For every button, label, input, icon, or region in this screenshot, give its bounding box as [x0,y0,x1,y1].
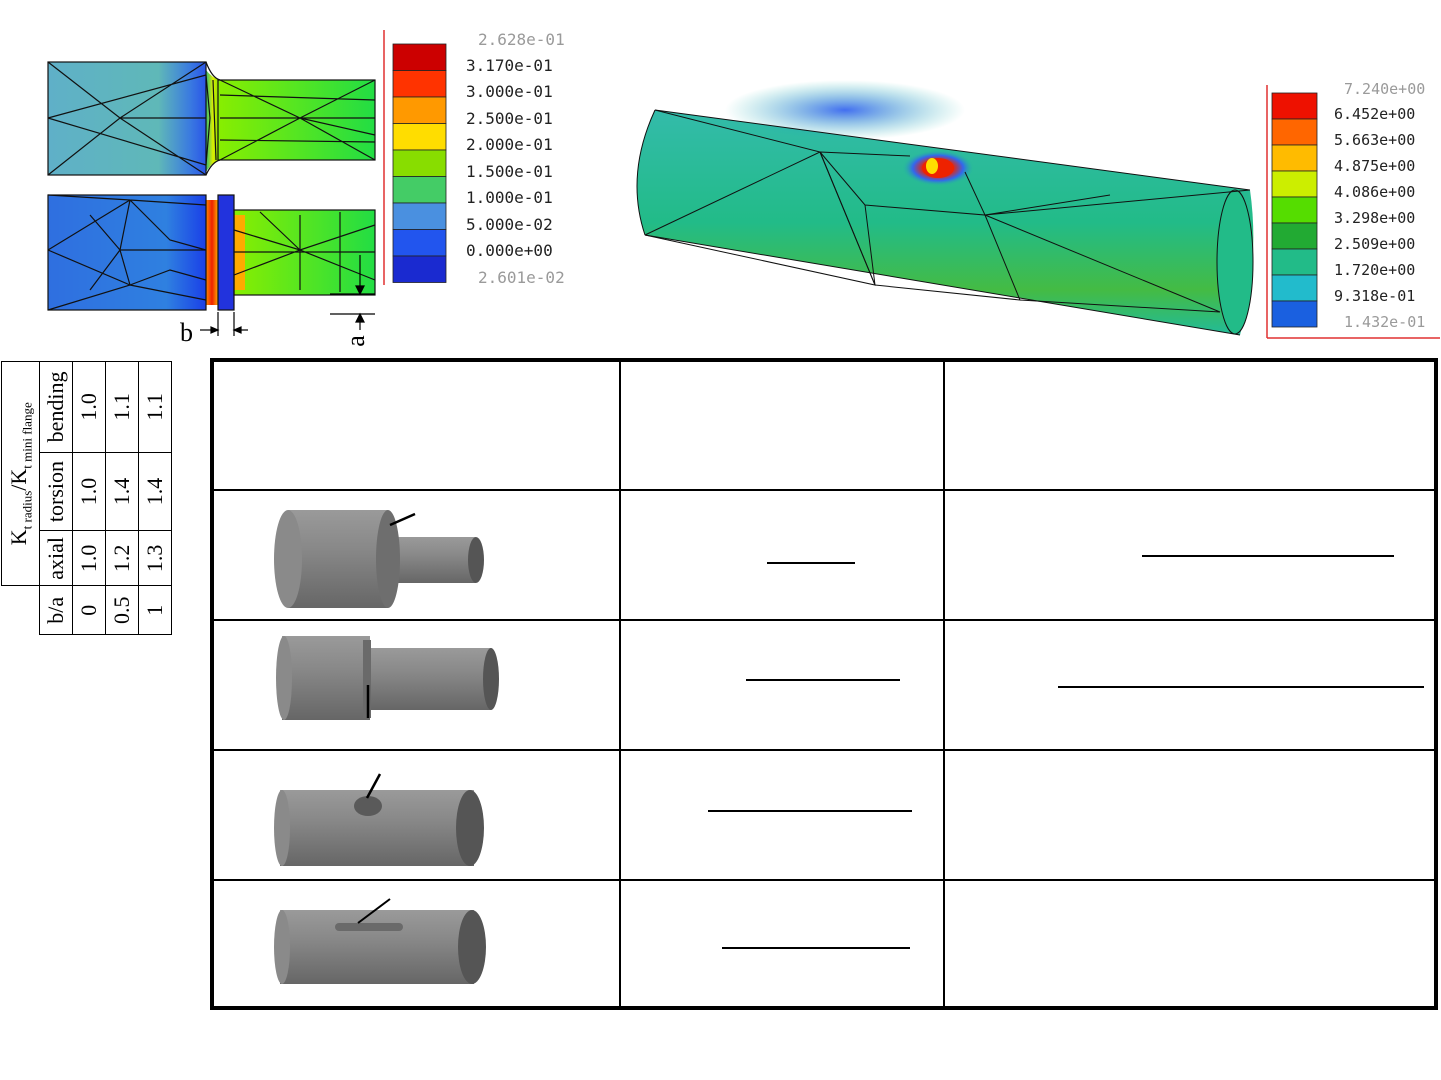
right-legend-colorbar [1271,92,1318,328]
legend-color-swatch [1271,170,1318,198]
legend-color-swatch [1271,274,1318,302]
right-legend-max: 7.240e+00 [1344,80,1426,98]
kt-cell: 1.1 [138,361,172,453]
legend-color-swatch [392,96,447,124]
legend-color-swatch [1271,196,1318,224]
kt-cell: 1.4 [138,452,172,531]
kt-cell: 1.3 [138,530,172,586]
kt-cell: 1.0 [72,361,106,453]
legend-color-swatch [392,149,447,177]
left-legend-level: 5.000e-02 [466,215,553,234]
shoulder-fillet-shaft-image [274,510,484,608]
column-divider [943,362,945,1006]
legend-color-swatch [1271,300,1318,328]
right-legend-level: 5.663e+00 [1334,131,1416,149]
kt-cell: 0 [72,586,106,635]
legend-color-swatch [1271,92,1318,120]
column-divider [619,362,621,1006]
mini-flange-shaft-image [276,636,499,720]
formula-fraction-bar [1058,686,1424,688]
left-legend-level: 1.500e-01 [466,162,553,181]
right-legend-colorbar-svg [1266,85,1440,339]
legend-color-swatch [392,123,447,151]
left-legend-level: 2.500e-01 [466,109,553,128]
kt-table-header: axial [39,530,73,586]
kt-cell: 1.0 [72,452,106,531]
legend-color-swatch [1271,144,1318,172]
right-legend-level: 1.720e+00 [1334,261,1416,279]
right-legend-level: 3.298e+00 [1334,209,1416,227]
table-row: 1 1.3 1.4 1.1 [138,361,172,635]
stepped-shaft-fe-plot [47,30,447,336]
kt-table-header: torsion [39,452,73,531]
formula-fraction-bar [746,679,900,681]
kt-cell: 1.4 [105,452,139,531]
table-row: 0 1.0 1.0 1.0 [72,361,106,635]
legend-color-swatch [392,255,447,283]
legend-color-swatch [392,202,447,230]
row-divider [214,489,1434,491]
top-shaft-model [47,61,376,176]
dimension-a-label: a [340,335,370,347]
right-legend-level: 9.318e-01 [1334,287,1416,305]
legend-color-swatch [1271,248,1318,276]
stress-concentration-table [210,358,1438,1010]
bottom-shaft-model [47,194,376,311]
keyway-shaft-image [274,898,486,984]
kt-cell: 1.2 [105,530,139,586]
formula-fraction-bar [722,947,910,949]
row-divider [214,749,1434,751]
left-legend-level: 1.000e-01 [466,188,553,207]
kt-ratio-table: Kt radius/Kt mini flange b/a axial torsi… [1,361,172,635]
kt-cell: 1.0 [72,530,106,586]
right-legend-level: 2.509e+00 [1334,235,1416,253]
legend-color-swatch [392,176,447,204]
table-row: 0.5 1.2 1.4 1.1 [105,361,139,635]
right-legend-level: 4.086e+00 [1334,183,1416,201]
shaft-with-hole-fe-plot [636,80,1254,336]
kt-cell: 1.1 [105,361,139,453]
formula-fraction-bar [708,810,912,812]
legend-color-swatch [392,229,447,257]
legend-color-swatch [392,43,447,71]
transverse-hole-shaft-image [274,773,484,866]
right-legend-min: 1.432e-01 [1344,313,1426,331]
left-legend-level: 3.000e-01 [466,82,553,101]
legend-color-swatch [1271,222,1318,250]
formula-fraction-bar [1142,555,1394,557]
row-divider [214,619,1434,621]
dimension-a-marker [330,255,375,330]
left-legend-colorbar [392,43,447,283]
left-legend-level: 0.000e+00 [466,241,553,260]
kt-table-corner [1,586,40,635]
kt-cell: 0.5 [105,586,139,635]
left-legend-min: 2.601e-02 [478,268,565,287]
right-legend-level: 4.875e+00 [1334,157,1416,175]
formula-fraction-bar [767,562,855,564]
left-legend-level: 3.170e-01 [466,56,553,75]
dimension-b-label: b [180,318,193,347]
legend-color-swatch [392,70,447,98]
kt-table-title: Kt radius/Kt mini flange [1,361,40,586]
kt-table-header: bending [39,361,73,453]
right-legend-level: 6.452e+00 [1334,105,1416,123]
kt-cell: 1 [138,586,172,635]
row-divider [214,879,1434,881]
left-legend-max: 2.628e-01 [478,30,565,49]
legend-color-swatch [1271,118,1318,146]
left-legend-level: 2.000e-01 [466,135,553,154]
kt-table-header: b/a [39,586,73,635]
dimension-b-marker [200,312,248,336]
